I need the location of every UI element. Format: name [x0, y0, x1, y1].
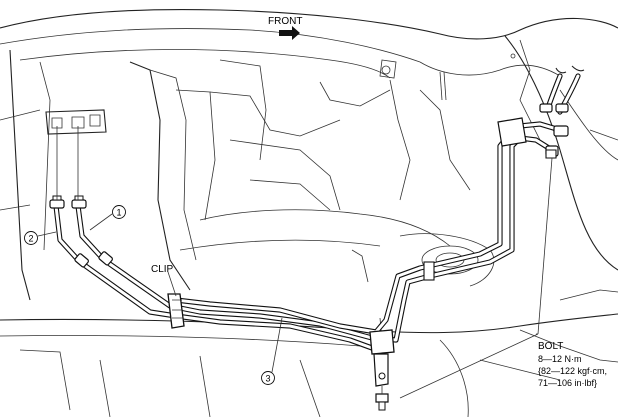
torque-nm: 8—12 N·m — [538, 354, 582, 364]
right-arrow-icon — [279, 26, 300, 40]
clip-label: CLIP — [151, 264, 174, 275]
body-structure — [0, 8, 618, 417]
bolt-lower — [375, 386, 389, 411]
torque-kgfcm: {82—122 kgf·cm, — [538, 366, 607, 376]
torque-inlbf: 71—106 in·lbf} — [538, 378, 597, 388]
leader-lines — [37, 126, 553, 399]
callout-3-label: 3 — [265, 374, 270, 384]
callout-1-label: 1 — [116, 208, 121, 218]
bolt-label: BOLT — [538, 341, 563, 352]
callout-2: 2 — [24, 231, 38, 245]
pipe-assembly — [53, 65, 585, 351]
callout-1: 1 — [112, 205, 126, 219]
callout-2-label: 2 — [28, 234, 33, 244]
callout-3: 3 — [261, 371, 275, 385]
fittings — [49, 103, 569, 387]
bolt-upper — [545, 149, 557, 159]
pipe-3 — [173, 123, 523, 335]
front-label: FRONT — [268, 16, 302, 27]
